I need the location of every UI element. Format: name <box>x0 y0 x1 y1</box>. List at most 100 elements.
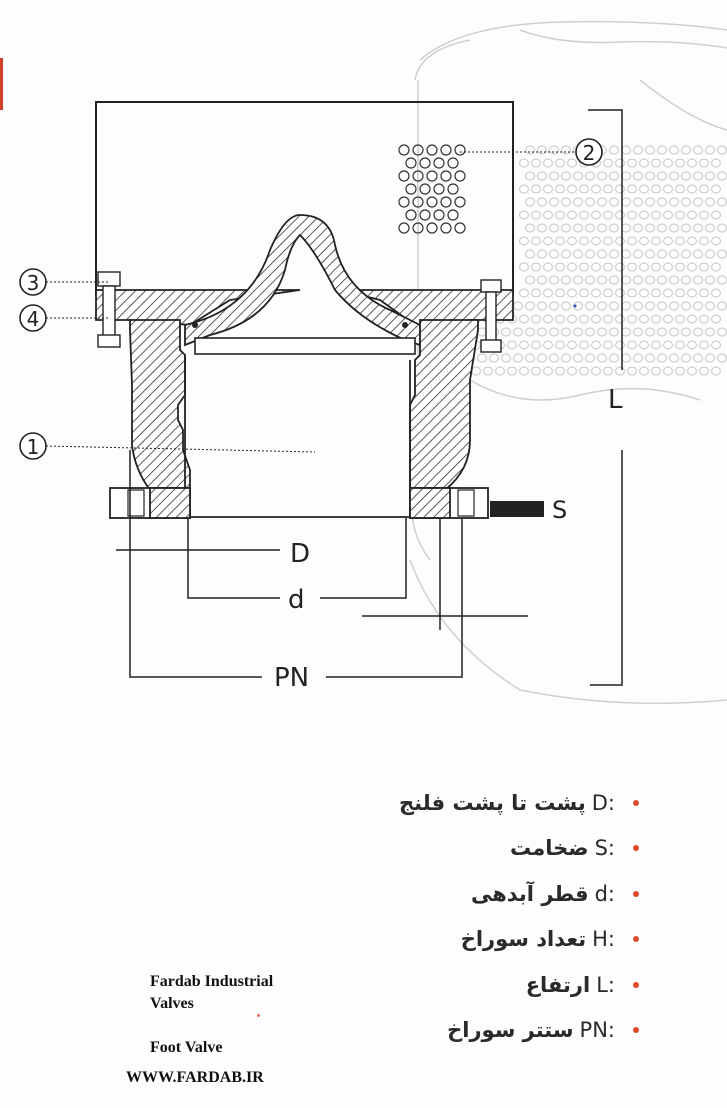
ghost-hole <box>548 327 560 337</box>
ghost-hole <box>530 366 542 376</box>
ghost-hole <box>548 145 560 155</box>
ghost-hole <box>626 288 638 298</box>
ghost-hole <box>476 353 488 363</box>
ghost-hole <box>704 353 716 363</box>
ghost-hole <box>524 171 536 181</box>
perforation-hole <box>426 144 438 156</box>
ghost-hole <box>584 171 596 181</box>
ghost-hole <box>656 275 668 285</box>
perforation-hole <box>447 183 459 195</box>
ghost-hole <box>536 145 548 155</box>
ghost-hole <box>716 275 727 285</box>
ghost-hole <box>650 184 662 194</box>
ghost-hole <box>692 171 704 181</box>
ghost-hole <box>674 236 686 246</box>
ghost-hole <box>584 197 596 207</box>
ghost-hole <box>632 145 644 155</box>
dim-D-label: D <box>290 539 310 569</box>
legend-code: D: <box>591 790 615 815</box>
ghost-hole <box>632 301 644 311</box>
ghost-hole <box>650 366 662 376</box>
ghost-hole <box>554 340 566 350</box>
perforation-hole <box>454 196 466 208</box>
ghost-hole <box>710 262 722 272</box>
decor-dot <box>257 1014 260 1017</box>
ghost-hole <box>638 288 650 298</box>
ghost-hole <box>650 314 662 324</box>
ghost-hole <box>506 340 518 350</box>
ghost-hole <box>698 184 710 194</box>
ghost-hole <box>680 145 692 155</box>
ghost-hole <box>686 314 698 324</box>
ghost-hole <box>668 249 680 259</box>
ghost-hole <box>710 184 722 194</box>
ghost-hole <box>542 236 554 246</box>
perforation-hole <box>412 222 424 234</box>
ghost-hole <box>548 171 560 181</box>
ghost-hole <box>554 288 566 298</box>
ghost-hole <box>494 366 506 376</box>
ghost-hole <box>632 275 644 285</box>
ghost-hole <box>686 236 698 246</box>
ghost-hole <box>566 158 578 168</box>
perforation-hole <box>426 196 438 208</box>
ghost-hole <box>572 197 584 207</box>
perforation-hole <box>440 222 452 234</box>
ghost-hole <box>638 366 650 376</box>
ghost-hole <box>656 223 668 233</box>
ghost-hole <box>704 145 716 155</box>
ghost-hole <box>668 301 680 311</box>
ghost-hole <box>656 249 668 259</box>
ghost-hole <box>608 249 620 259</box>
ghost-hole <box>656 171 668 181</box>
bullet-icon <box>633 936 639 943</box>
ghost-hole <box>656 197 668 207</box>
ghost-hole <box>578 262 590 272</box>
perforation-hole <box>405 157 417 169</box>
ghost-hole <box>614 184 626 194</box>
ghost-hole <box>518 210 530 220</box>
legend-text: تعداد سوراخ <box>460 927 587 952</box>
ghost-hole <box>548 197 560 207</box>
ghost-hole <box>662 236 674 246</box>
ghost-hole <box>602 366 614 376</box>
ghost-hole <box>584 301 596 311</box>
ghost-hole <box>554 236 566 246</box>
ghost-hole <box>602 184 614 194</box>
ghost-hole <box>686 184 698 194</box>
ghost-hole <box>650 158 662 168</box>
ghost-hole <box>716 327 727 337</box>
ghost-hole <box>644 145 656 155</box>
ghost-hole <box>530 288 542 298</box>
ghost-hole <box>620 301 632 311</box>
ghost-hole <box>608 171 620 181</box>
ghost-hole <box>662 158 674 168</box>
ghost-hole <box>524 327 536 337</box>
ghost-hole <box>530 184 542 194</box>
perforation-hole <box>440 170 452 182</box>
ghost-hole <box>560 171 572 181</box>
dim-L-label: L <box>608 385 623 415</box>
ghost-hole <box>584 275 596 285</box>
ghost-hole <box>662 340 674 350</box>
ghost-hole <box>560 223 572 233</box>
ghost-hole <box>638 158 650 168</box>
perforation-hole <box>433 209 445 221</box>
ghost-hole <box>626 184 638 194</box>
ghost-hole <box>590 262 602 272</box>
ghost-hole <box>668 353 680 363</box>
ghost-hole <box>692 197 704 207</box>
ghost-hole <box>548 301 560 311</box>
ghost-hole <box>704 171 716 181</box>
ghost-hole <box>656 145 668 155</box>
ghost-hole <box>710 314 722 324</box>
ghost-hole <box>596 353 608 363</box>
ghost-hole <box>530 314 542 324</box>
ghost-hole <box>674 340 686 350</box>
ghost-hole <box>566 314 578 324</box>
ghost-hole <box>680 301 692 311</box>
ghost-hole <box>578 210 590 220</box>
ghost-hole <box>716 145 727 155</box>
ghost-hole <box>584 249 596 259</box>
